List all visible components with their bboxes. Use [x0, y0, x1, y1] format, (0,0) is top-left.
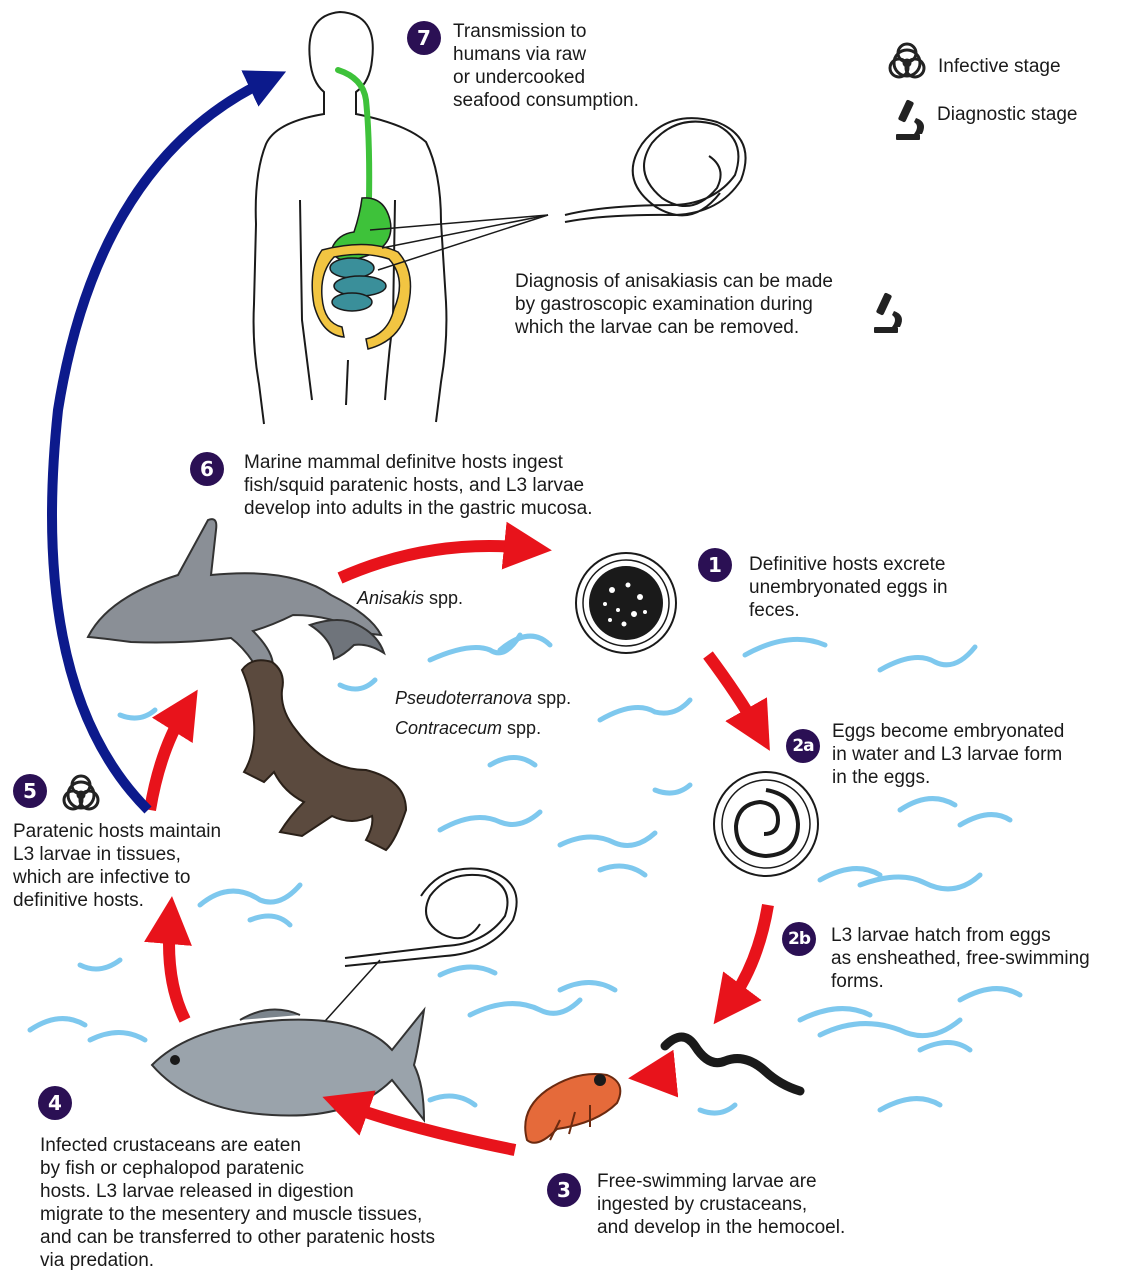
- egg-embryonated: [714, 772, 818, 876]
- larva-diagnostic: [565, 118, 746, 222]
- species-contracecum: Contracecum spp.: [395, 718, 541, 739]
- sea-lion: [242, 660, 406, 850]
- step-badge-3: 3: [547, 1173, 581, 1207]
- diagnosis-microscope-icon: [874, 292, 902, 333]
- step-badge-4: 4: [38, 1086, 72, 1120]
- fish: [152, 1010, 424, 1120]
- step-7-text: Transmission to humans via raw or underc…: [453, 20, 639, 112]
- transmission-arrow-blue: [52, 80, 268, 810]
- step-badge-1: 1: [698, 548, 732, 582]
- step-badge-2a: 2a: [786, 729, 820, 763]
- egg-unembryonated: [576, 553, 676, 653]
- crustacean: [525, 1074, 620, 1143]
- legend-infective-label: Infective stage: [938, 56, 1061, 78]
- larva-free-swimming: [665, 1037, 800, 1091]
- legend-microscope-icon: [896, 99, 924, 140]
- diagnosis-text: Diagnosis of anisakiasis can be made by …: [515, 270, 833, 339]
- step-2a-text: Eggs become embryonated in water and L3 …: [832, 720, 1064, 789]
- step-5-text: Paratenic hosts maintain L3 larvae in ti…: [13, 820, 221, 912]
- species-anisakis: Anisakis spp.: [357, 588, 463, 609]
- step-4-text: Infected crustaceans are eaten by fish o…: [40, 1134, 435, 1272]
- step-badge-7: 7: [407, 21, 441, 55]
- step-3-text: Free-swimming larvae are ingested by cru…: [597, 1170, 845, 1239]
- step-1-text: Definitive hosts excrete unembryonated e…: [749, 553, 948, 622]
- step-badge-6: 6: [190, 452, 224, 486]
- small-intestine: [330, 258, 386, 311]
- larva-in-fish: [345, 868, 517, 966]
- legend-diagnostic-label: Diagnostic stage: [937, 104, 1077, 126]
- step-badge-5: 5: [13, 774, 47, 808]
- step5-biohazard-icon: [64, 776, 98, 809]
- step-6-text: Marine mammal definitve hosts ingest fis…: [244, 451, 593, 520]
- legend-biohazard-icon: [890, 44, 924, 77]
- species-pseudoterranova: Pseudoterranova spp.: [395, 688, 571, 709]
- step-2b-text: L3 larvae hatch from eggs as ensheathed,…: [831, 924, 1090, 993]
- esophagus: [338, 70, 369, 200]
- step-badge-2b: 2b: [782, 922, 816, 956]
